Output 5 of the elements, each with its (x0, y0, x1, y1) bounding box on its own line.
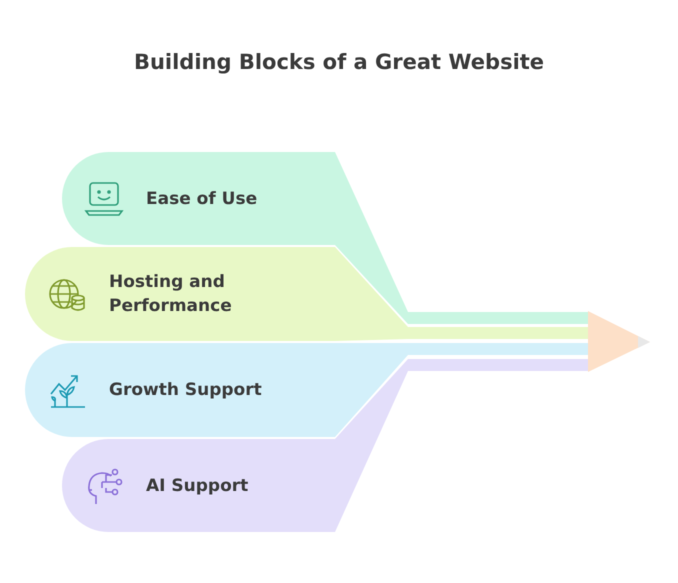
band-label: Ease of Use (146, 188, 258, 210)
band-label: AI Support (146, 474, 250, 498)
band-label: Growth Support (109, 379, 263, 402)
title: Building Blocks of a Great Website (132, 50, 546, 74)
band-label: Hosting and Performance (109, 271, 233, 318)
